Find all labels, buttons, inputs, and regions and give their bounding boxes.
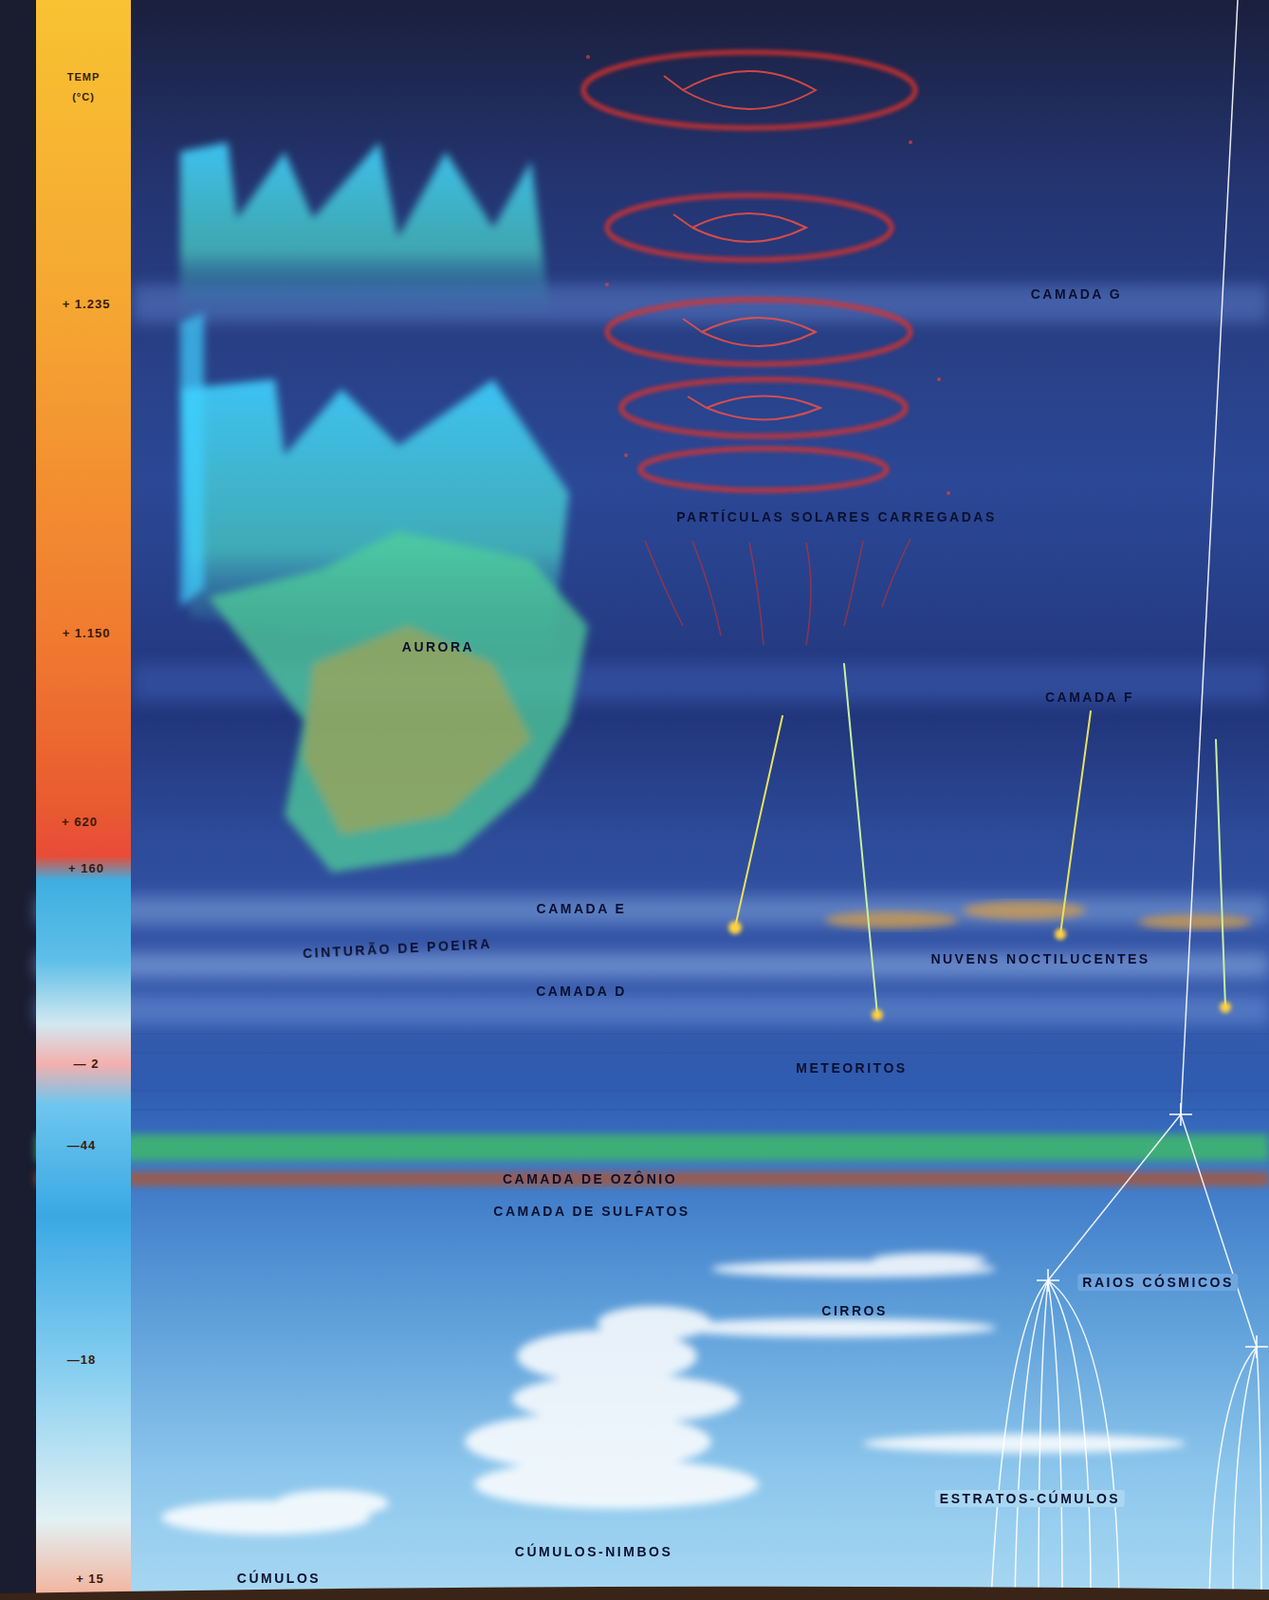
layer-label: CAMADA G [1030, 286, 1122, 302]
temperature-value: + 160 [68, 861, 105, 876]
temperature-value: + 620 [61, 814, 98, 829]
temperature-value: + 1.235 [62, 296, 111, 312]
temperature-value: —18 [67, 1352, 96, 1367]
temperature-value: + 15 [75, 1571, 105, 1586]
cloud-label: CÚMULOS [237, 1570, 321, 1586]
aurora-label: AURORA [402, 639, 475, 655]
temperature-value: — 2 [73, 1056, 100, 1071]
layer-label: CAMADA F [1045, 689, 1135, 705]
temperature-value: —44 [67, 1138, 96, 1153]
temperature-value: + 1.150 [62, 625, 111, 641]
layer-label: CAMADA DE SULFATOS [493, 1203, 690, 1219]
particle-label: PARTÍCULAS SOLARES CARREGADAS [676, 509, 996, 525]
temperature-heading: TEMP (°C) [64, 67, 103, 108]
layer-label: CAMADA E [536, 901, 627, 917]
cosmic-ray-label: RAIOS CÓSMICOS [1077, 1273, 1238, 1291]
cloud-label: ESTRATOS-CÚMULOS [935, 1489, 1125, 1508]
meteor-label: METEORITOS [795, 1060, 907, 1076]
cloud-label: CÚMULOS-NIMBOS [514, 1544, 673, 1560]
cloud-label: NUVENS NOCTILUCENTES [930, 951, 1150, 967]
cloud-label: CIRROS [821, 1303, 887, 1319]
layer-label: CAMADA DE OZÔNIO [502, 1171, 678, 1187]
layer-label: CAMADA D [535, 983, 627, 999]
